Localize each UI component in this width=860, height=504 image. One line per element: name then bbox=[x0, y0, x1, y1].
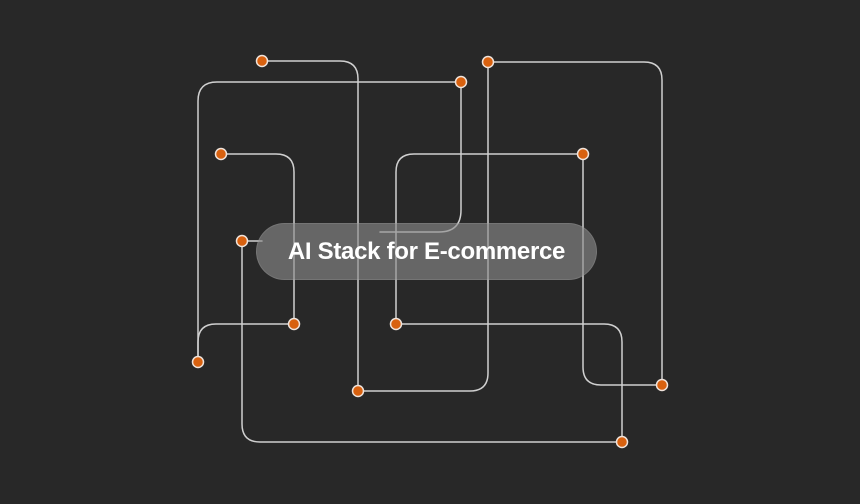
circuit-trace bbox=[357, 61, 489, 392]
circuit-node-dot bbox=[214, 147, 228, 161]
circuit-trace bbox=[241, 240, 623, 443]
circuit-node-dot bbox=[454, 75, 468, 89]
circuit-trace bbox=[379, 81, 462, 233]
circuit-trace bbox=[487, 61, 663, 386]
circuit-trace bbox=[197, 81, 462, 363]
circuit-trace bbox=[261, 60, 359, 392]
circuit-trace bbox=[395, 323, 623, 443]
circuit-node-dot bbox=[191, 355, 205, 369]
circuit-trace bbox=[582, 153, 663, 386]
circuit-node-dot bbox=[235, 234, 249, 248]
circuit-node-dot bbox=[481, 55, 495, 69]
banner-title: AI Stack for E-commerce bbox=[287, 237, 566, 265]
circuit-node-dot bbox=[389, 317, 403, 331]
circuit-node-dot bbox=[576, 147, 590, 161]
circuit-node-dot bbox=[255, 54, 269, 68]
circuit-node-dot bbox=[351, 384, 365, 398]
circuit-node-dot bbox=[287, 317, 301, 331]
circuit-node-dot bbox=[655, 378, 669, 392]
circuit-trace bbox=[220, 153, 295, 325]
title-pill: AI Stack for E-commerce bbox=[256, 223, 597, 280]
circuit-trace bbox=[395, 153, 584, 325]
circuit-node-dot bbox=[615, 435, 629, 449]
circuit-trace bbox=[197, 323, 295, 363]
